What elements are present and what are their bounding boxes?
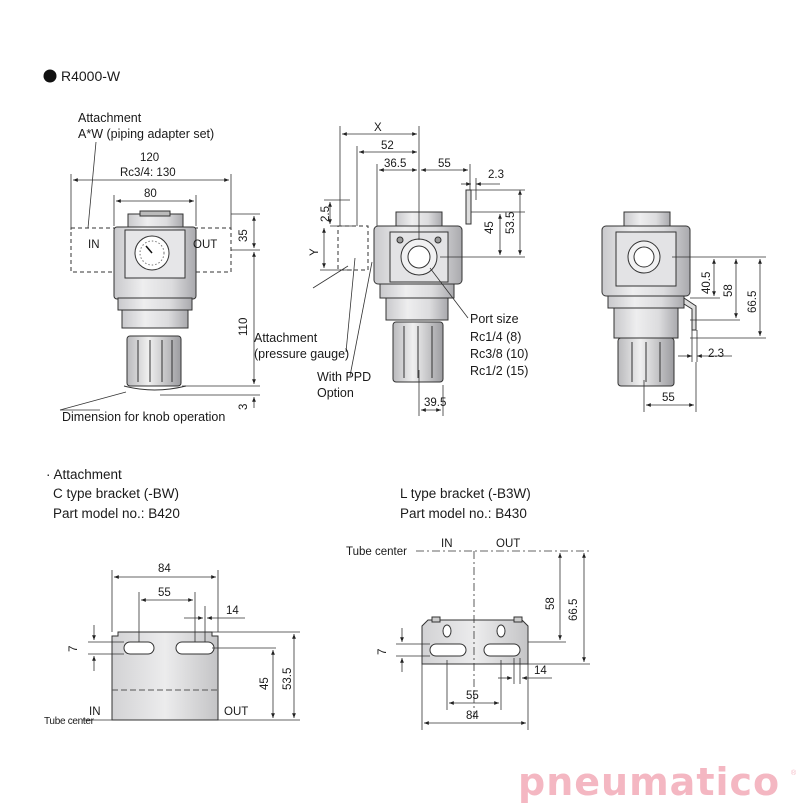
adjust-knob xyxy=(126,335,182,387)
dim-40-5: 40.5 xyxy=(701,271,713,294)
c-bracket xyxy=(111,631,219,721)
dim-x: X xyxy=(374,122,382,134)
dim-66-5-top: 66.5 xyxy=(747,290,759,313)
dim-2-3-top: 2.3 xyxy=(488,169,504,181)
attachment-sub: A*W (piping adapter set) xyxy=(78,127,215,141)
ppd-label: With PPD xyxy=(317,370,372,384)
l-in-label: IN xyxy=(441,538,453,550)
c-dim-53-5: 53.5 xyxy=(282,667,294,690)
port-size-2: Rc3/8 (10) xyxy=(470,347,529,361)
side-view-middle xyxy=(337,189,472,383)
dim-53-5-top: 53.5 xyxy=(505,211,517,234)
model-title: R4000-W xyxy=(61,68,121,84)
dim-55-right: 55 xyxy=(662,392,675,404)
side-view-right xyxy=(601,211,697,387)
dim-45-top: 45 xyxy=(484,221,496,234)
c-in-label: IN xyxy=(89,706,101,718)
dim-110: 110 xyxy=(238,317,250,336)
gauge-attachment-sub: (pressure gauge) xyxy=(254,347,350,361)
dim-rc34: Rc3/4: 130 xyxy=(120,167,176,179)
l-dim-58: 58 xyxy=(545,597,557,610)
attachment-label: Attachment xyxy=(78,111,142,125)
front-view-left-dims xyxy=(59,141,260,411)
ppd-pipe xyxy=(683,297,697,331)
brand-registered-mark: ® xyxy=(791,770,797,777)
port-out-label: OUT xyxy=(193,239,218,251)
c-dim-55: 55 xyxy=(158,587,171,599)
dim-80: 80 xyxy=(144,188,157,200)
port-size-3: Rc1/2 (15) xyxy=(470,364,529,378)
brand-logo: pneumatico xyxy=(518,760,781,804)
knob-note: Dimension for knob operation xyxy=(62,410,226,424)
dim-2-5: 2.5 xyxy=(320,206,332,222)
l-dim-14: 14 xyxy=(534,665,547,677)
c-bracket-dims xyxy=(82,570,300,721)
dim-36-5: 36.5 xyxy=(384,158,407,170)
gauge-attachment-label: Attachment xyxy=(254,331,318,345)
c-bracket-title: C type bracket (-BW) xyxy=(53,486,180,501)
dim-39-5: 39.5 xyxy=(424,397,447,409)
dim-55-top: 55 xyxy=(438,158,451,170)
c-out-label: OUT xyxy=(224,706,249,718)
attachment-heading: · Attachment xyxy=(46,467,122,482)
side-view-right-dims xyxy=(643,256,766,412)
front-view-left xyxy=(70,210,232,391)
dim-y: Y xyxy=(309,248,321,256)
dim-35: 35 xyxy=(238,229,250,242)
l-bracket-part: Part model no.: B430 xyxy=(400,506,527,521)
dim-58-top: 58 xyxy=(723,284,735,297)
l-dim-84: 84 xyxy=(466,710,479,722)
port-in-label: IN xyxy=(88,239,100,251)
l-dim-66-5: 66.5 xyxy=(568,598,580,621)
dim-120: 120 xyxy=(140,152,160,164)
c-tube-center: Tube center xyxy=(44,716,94,727)
c-dim-14: 14 xyxy=(226,605,239,617)
c-dim-84: 84 xyxy=(158,563,171,575)
port-size-title: Port size xyxy=(470,312,519,326)
side-view-middle-dims xyxy=(312,126,525,416)
l-out-label: OUT xyxy=(496,538,521,550)
ppd-sub: Option xyxy=(317,386,354,400)
port-size-1: Rc1/4 (8) xyxy=(470,330,522,344)
l-bracket-dims xyxy=(396,550,590,730)
l-bracket xyxy=(421,616,529,665)
l-dim-7: 7 xyxy=(377,648,389,655)
title-bullet xyxy=(43,69,57,83)
dim-2-3-right: 2.3 xyxy=(708,348,724,360)
l-tube-center: Tube center xyxy=(346,546,407,558)
c-dim-7: 7 xyxy=(68,645,80,652)
l-dim-55: 55 xyxy=(466,690,479,702)
c-dim-45: 45 xyxy=(259,677,271,690)
c-bracket-part: Part model no.: B420 xyxy=(53,506,180,521)
dim-3: 3 xyxy=(238,403,250,410)
dim-52: 52 xyxy=(381,140,394,152)
l-bracket-title: L type bracket (-B3W) xyxy=(400,486,531,501)
